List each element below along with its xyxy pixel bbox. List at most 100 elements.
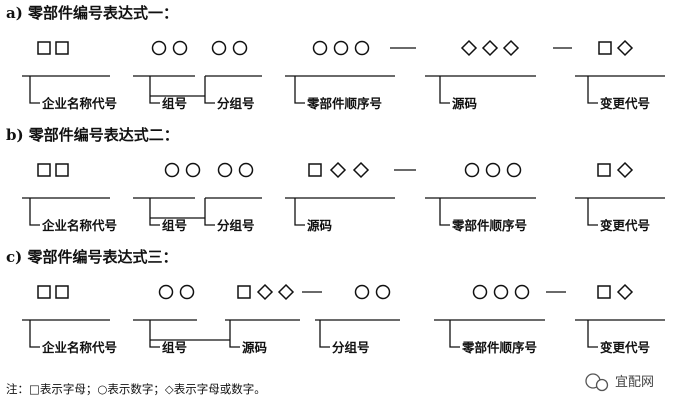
diamond-icon	[502, 39, 520, 57]
label-bracket	[149, 76, 160, 104]
diamond-icon	[481, 39, 499, 57]
legend-note: 注：□表示字母；○表示数字；◇表示字母或数字。	[6, 382, 266, 396]
square-icon	[55, 41, 69, 55]
circle-icon	[179, 284, 195, 300]
square-icon	[37, 285, 51, 299]
segment-label: 零部件顺序号	[461, 340, 537, 355]
segment-1: 企业名称代号	[22, 285, 117, 355]
segment-label: 分组号	[217, 218, 255, 233]
label-bracket	[229, 320, 240, 348]
circle-icon	[217, 162, 233, 178]
segment-label: 零部件顺序号	[451, 218, 527, 233]
circle-icon	[238, 162, 254, 178]
segment-3: 分组号	[204, 40, 262, 111]
segment-label: 组号	[162, 340, 187, 355]
square-icon	[237, 285, 251, 299]
segment-6: 变更代号	[575, 161, 665, 233]
label-bracket	[149, 198, 160, 226]
circle-icon	[333, 40, 349, 56]
segment-label: 变更代号	[600, 218, 650, 233]
circle-icon	[312, 40, 328, 56]
label-bracket	[294, 198, 305, 226]
segment-5: 零部件顺序号	[425, 162, 536, 233]
label-bracket	[294, 76, 305, 104]
circle-icon	[464, 162, 480, 178]
segment-5: 零部件顺序号	[434, 284, 545, 355]
segment-2: 组号	[133, 284, 197, 355]
format-block-2: b) 零部件编号表达式二： 企业名称代号 组号 分组号 源码 零部件顺序号 变更代号	[6, 126, 665, 233]
diamond-icon	[616, 39, 634, 57]
format-heading: a) 零部件编号表达式一：	[6, 4, 178, 22]
segment-label: 变更代号	[600, 96, 650, 111]
segment-5: 源码	[425, 39, 536, 111]
segment-label: 变更代号	[600, 340, 650, 355]
circle-icon	[172, 40, 188, 56]
square-icon	[308, 163, 322, 177]
label-bracket	[319, 320, 330, 348]
format-block-1: a) 零部件编号表达式一： 企业名称代号组号 分组号 零部件顺序号源码 变更代号	[6, 4, 665, 111]
format-heading: b) 零部件编号表达式二：	[6, 126, 179, 144]
square-icon	[598, 41, 612, 55]
circle-icon	[232, 40, 248, 56]
label-bracket	[204, 76, 215, 104]
circle-icon	[514, 284, 530, 300]
segment-label: 源码	[307, 218, 332, 233]
circle-icon	[485, 162, 501, 178]
diamond-icon	[329, 161, 347, 179]
segment-6: 变更代号	[575, 283, 665, 355]
circle-icon	[164, 162, 180, 178]
circle-icon	[185, 162, 201, 178]
circle-icon	[354, 40, 370, 56]
square-icon	[597, 285, 611, 299]
circle-icon	[211, 40, 227, 56]
segment-label: 组号	[162, 96, 187, 111]
segment-6: 变更代号	[575, 39, 665, 111]
format-block-3: c) 零部件编号表达式三： 企业名称代号组号 源码 分组号 零部件顺序号 变更代号	[6, 248, 665, 355]
circle-icon	[506, 162, 522, 178]
label-bracket	[587, 320, 598, 348]
circle-icon	[493, 284, 509, 300]
label-bracket	[439, 198, 450, 226]
label-bracket	[449, 320, 460, 348]
segment-label: 分组号	[332, 340, 370, 355]
segment-label: 组号	[162, 218, 187, 233]
label-bracket	[29, 320, 40, 348]
circle-icon	[472, 284, 488, 300]
segment-label: 企业名称代号	[41, 218, 117, 233]
circle-icon	[354, 284, 370, 300]
segment-label: 源码	[242, 340, 267, 355]
diamond-icon	[460, 39, 478, 57]
segment-2: 组号	[133, 162, 201, 233]
label-bracket	[587, 76, 598, 104]
square-icon	[55, 163, 69, 177]
segment-1: 企业名称代号	[22, 41, 117, 111]
diamond-icon	[256, 283, 274, 301]
circle-icon	[151, 40, 167, 56]
segment-2: 组号	[133, 40, 195, 111]
segment-label: 分组号	[217, 96, 255, 111]
segment-1: 企业名称代号	[22, 163, 117, 233]
segment-3: 源码	[225, 283, 300, 355]
segment-label: 源码	[452, 96, 477, 111]
diamond-icon	[352, 161, 370, 179]
segment-4: 零部件顺序号	[285, 40, 395, 111]
label-bracket	[204, 198, 215, 226]
label-bracket	[439, 76, 450, 104]
wechat-logo-icon	[585, 373, 609, 392]
label-bracket	[29, 198, 40, 226]
label-bracket	[149, 320, 160, 348]
diamond-icon	[616, 283, 634, 301]
segment-3: 分组号	[204, 162, 262, 233]
square-icon	[37, 163, 51, 177]
circle-icon	[158, 284, 174, 300]
format-heading: c) 零部件编号表达式三：	[6, 248, 177, 266]
square-icon	[597, 163, 611, 177]
square-icon	[55, 285, 69, 299]
segment-4: 分组号	[315, 284, 400, 355]
diamond-icon	[616, 161, 634, 179]
diamond-icon	[277, 283, 295, 301]
segment-4: 源码	[285, 161, 395, 233]
circle-icon	[375, 284, 391, 300]
label-bracket	[29, 76, 40, 104]
